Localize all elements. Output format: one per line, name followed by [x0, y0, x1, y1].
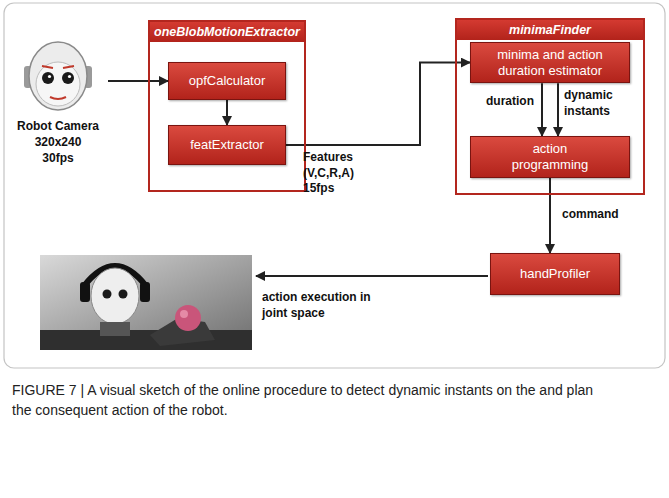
process-box: opfCalculator: [168, 62, 286, 100]
robot-photo: [40, 255, 252, 350]
node-label: minima and action duration estimator: [478, 47, 622, 78]
annotation-label: action execution in joint space: [262, 290, 382, 321]
module-group: oneBlobMotionExtractor opfCalculator featE…: [148, 20, 306, 192]
connector-arrow: [108, 80, 168, 82]
process-box: featExtractor: [168, 125, 286, 165]
figure-caption: FIGURE 7 | A visual sketch of the online…: [12, 380, 612, 421]
node-label: handProfiler: [520, 266, 590, 282]
camera-node: Robot Camera320x24030fps: [8, 36, 108, 167]
robot-head-icon: [24, 42, 92, 110]
edge-label: command: [562, 207, 642, 223]
connector-arrow: [557, 83, 559, 136]
edge-label: Features (V,C,R,A) 15fps: [303, 150, 383, 197]
connector-arrow: [549, 178, 551, 253]
figure-border: [4, 3, 665, 368]
edge-label: duration: [472, 94, 534, 110]
execution-arrow: [256, 275, 488, 277]
node-label: minimaFinder: [457, 20, 643, 40]
node-label: Robot Camera: [8, 118, 108, 134]
node-label: oneBlobMotionExtractor: [150, 22, 304, 42]
node-label: action programming: [502, 141, 598, 172]
process-box: handProfiler: [490, 253, 620, 295]
connector-arrow: [286, 63, 470, 145]
node-label: featExtractor: [190, 137, 264, 153]
node-label: 320x240: [8, 134, 108, 150]
edge-label: dynamic instants: [564, 88, 634, 119]
connector-arrow: [226, 100, 228, 125]
module-group: minimaFinder minima and action duration e…: [455, 18, 645, 195]
node-label: 30fps: [8, 150, 108, 166]
node-label: opfCalculator: [189, 73, 266, 89]
connector-arrow: [541, 83, 543, 136]
process-box: minima and action duration estimator: [470, 42, 630, 83]
process-box: action programming: [470, 136, 630, 178]
